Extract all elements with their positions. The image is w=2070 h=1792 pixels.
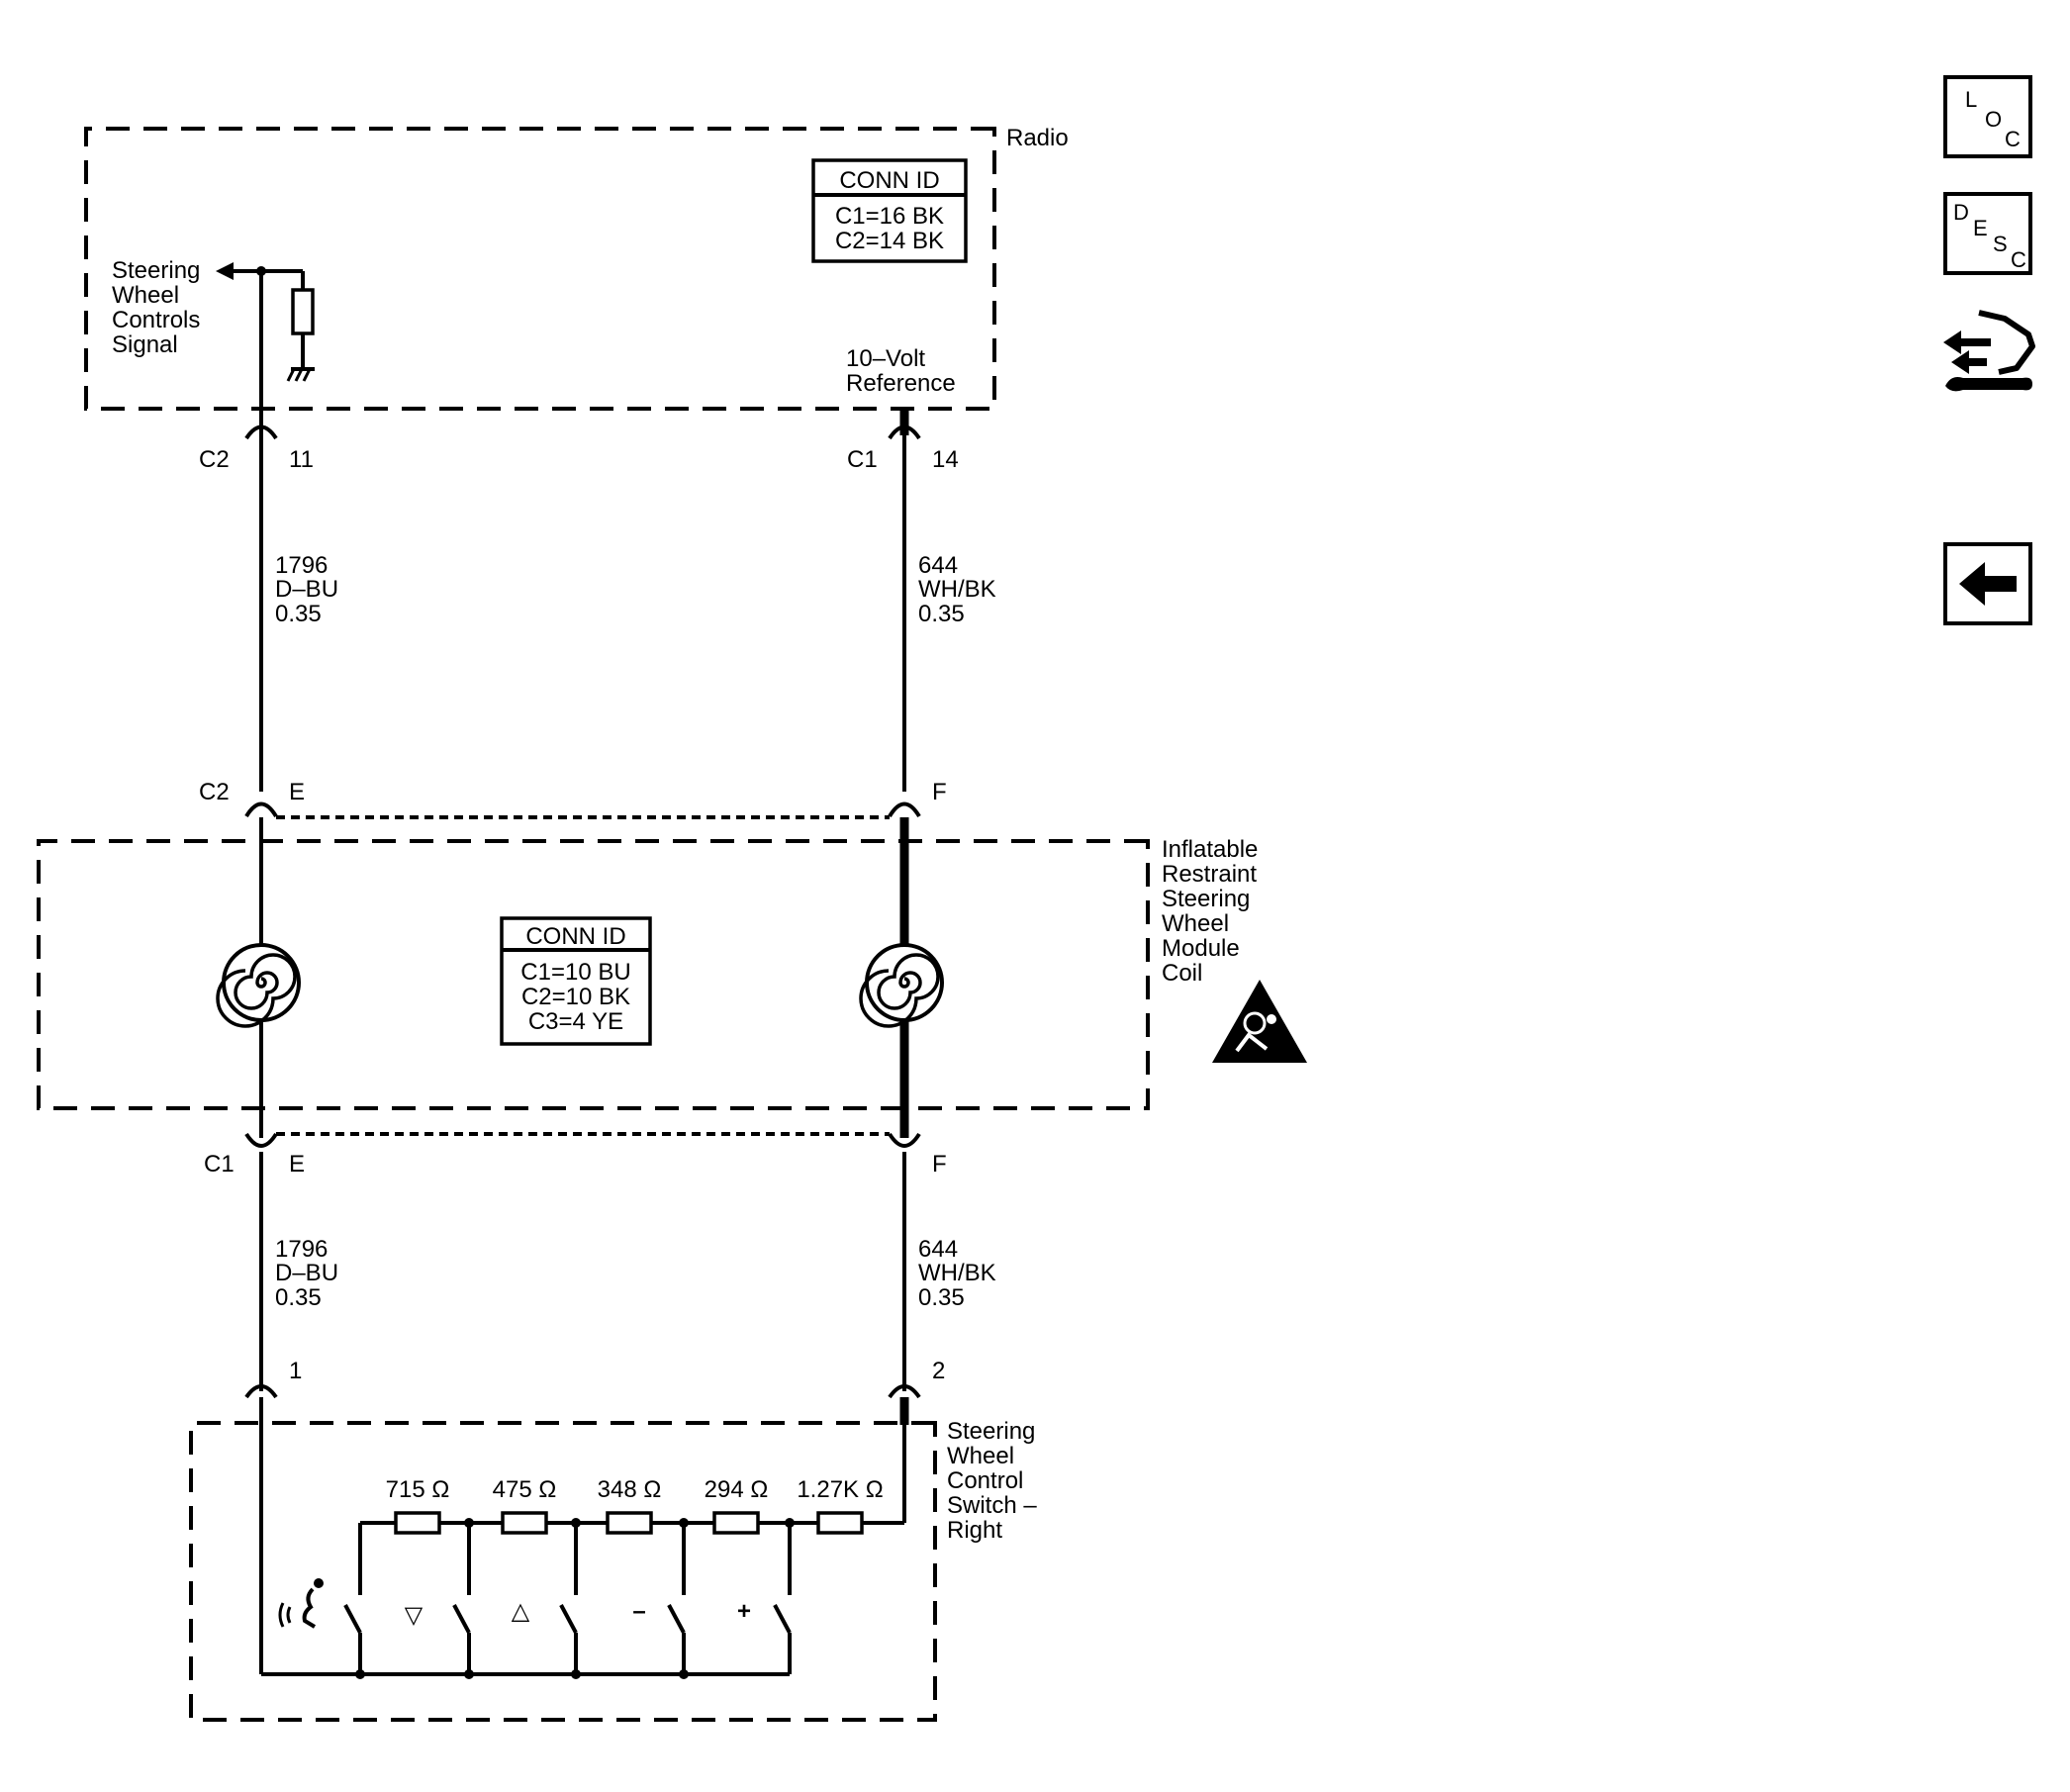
loc-icon-letter: C — [2005, 127, 2021, 151]
back-button[interactable] — [1943, 542, 2032, 625]
desc-icon-letter: D — [1953, 200, 1969, 225]
wire-label-line: 644 — [918, 1236, 958, 1263]
desc-icon-letter: E — [1973, 216, 1988, 240]
ground-symbol — [286, 367, 315, 382]
wire-label-line: WH/BK — [918, 1260, 996, 1286]
wire-label-line: 0.35 — [918, 601, 965, 627]
wire-label-line: 0.35 — [918, 1284, 965, 1311]
radio-right-connector-symbol — [888, 424, 921, 440]
resistor-value: 294 Ω — [705, 1476, 769, 1503]
switch-ladder — [343, 1518, 795, 1679]
radio-module-label: Radio — [1006, 125, 1069, 151]
coil-bottom-left-connector-symbol — [244, 1132, 278, 1148]
wire-label-line: 0.35 — [275, 1284, 322, 1311]
coil-top-right-connector-pin: F — [932, 779, 947, 805]
resistor-value: 475 Ω — [493, 1476, 557, 1503]
coil-module-label-line: Coil — [1162, 960, 1202, 987]
volume-up-symbol: + — [737, 1598, 751, 1625]
switch-module-boundary — [189, 1421, 937, 1722]
signal-label-line: Controls — [112, 307, 200, 333]
loc-icon-letter: O — [1985, 107, 2003, 132]
signal-label-line: Wheel — [112, 282, 179, 309]
wire-label-line: 1796 — [275, 552, 328, 579]
radio-conn-id-line: C1=16 BK — [835, 203, 944, 230]
coil-conn-id-title: CONN ID — [525, 923, 625, 950]
clockspring-coil-right — [859, 943, 944, 1028]
radio-module-boundary — [84, 127, 996, 411]
coil-bottom-right-connector-symbol — [888, 1132, 921, 1148]
switch-module-label-line: Right — [947, 1517, 1002, 1544]
coil-module-label-line: Inflatable — [1162, 836, 1258, 863]
wire-label-line: D–BU — [275, 1260, 338, 1286]
switch-module-label-line: Steering — [947, 1418, 1035, 1445]
wire-label-line: 644 — [918, 552, 958, 579]
radio-right-connector-id: C1 — [847, 446, 878, 473]
signal-label-line: Steering — [112, 257, 200, 284]
ladder-resistor — [394, 1511, 441, 1535]
resistor-value: 715 Ω — [386, 1476, 450, 1503]
seek-down-symbol: ▽ — [405, 1602, 423, 1629]
signal-output-arrow — [216, 262, 234, 280]
coil-top-left-connector-symbol — [244, 802, 278, 818]
coil-top-left-connector-id: C2 — [199, 779, 230, 805]
radio-conn-id-title: CONN ID — [839, 167, 939, 194]
ladder-resistor — [606, 1511, 653, 1535]
desc-button[interactable]: D E S C — [1943, 192, 2032, 275]
radio-left-connector-pin: 11 — [289, 446, 314, 473]
seek-up-symbol: △ — [512, 1598, 530, 1625]
wire-label-line: WH/BK — [918, 576, 996, 603]
radio-right-connector-pin: 14 — [932, 446, 959, 473]
voice-recognition-icon — [278, 1578, 324, 1629]
coil-top-right-connector-symbol — [888, 802, 921, 818]
coil-module-label-line: Restraint — [1162, 861, 1257, 888]
switch-module-label-line: Switch – — [947, 1492, 1037, 1519]
desc-icon-letter: C — [2011, 247, 2026, 272]
coil-module-boundary — [37, 839, 1150, 1110]
wire-label-line: 0.35 — [275, 601, 322, 627]
switch-right-connector-symbol — [888, 1384, 921, 1399]
coil-bottom-left-connector-pin: E — [289, 1151, 305, 1178]
coil-bottom-right-connector-pin: F — [932, 1151, 947, 1178]
ladder-resistor — [501, 1511, 548, 1535]
coil-module-label-line: Steering — [1162, 886, 1250, 912]
coil-conn-id-line: C3=4 YE — [528, 1008, 623, 1035]
ladder-resistor — [712, 1511, 760, 1535]
loc-button[interactable]: L O C — [1943, 75, 2032, 158]
volume-down-symbol: – — [632, 1598, 645, 1625]
coil-bottom-left-connector-id: C1 — [204, 1151, 235, 1178]
coil-module-label-line: Module — [1162, 935, 1240, 962]
airbag-warning-icon — [1212, 980, 1307, 1063]
coil-module-label-line: Wheel — [1162, 910, 1229, 937]
switch-module-label-line: Wheel — [947, 1443, 1014, 1469]
service-wrench-button[interactable] — [1935, 299, 2044, 408]
coil-conn-id-line: C1=10 BU — [520, 959, 630, 986]
reference-label-line: Reference — [846, 370, 956, 397]
switch-module-label-line: Control — [947, 1467, 1023, 1494]
clockspring-coil-left — [216, 943, 301, 1028]
wire-label-line: 1796 — [275, 1236, 328, 1263]
service-wrench-icon — [1943, 310, 2035, 392]
radio-conn-id-line: C2=14 BK — [835, 228, 944, 254]
back-arrow-icon — [1959, 562, 2017, 606]
signal-label-line: Signal — [112, 331, 178, 358]
switch-left-connector-symbol — [244, 1384, 278, 1399]
coil-conn-id-box — [500, 916, 652, 1046]
pulldown-resistor — [291, 288, 315, 335]
resistor-value: 348 Ω — [598, 1476, 662, 1503]
desc-icon-letter: S — [1993, 232, 2008, 256]
radio-left-connector-id: C2 — [199, 446, 230, 473]
switch-right-connector-pin: 2 — [932, 1358, 945, 1384]
ladder-resistor — [816, 1511, 864, 1535]
radio-conn-id-box — [811, 158, 968, 263]
switch-left-connector-pin: 1 — [289, 1358, 302, 1384]
coil-top-left-connector-pin: E — [289, 779, 305, 805]
resistor-value: 1.27K Ω — [797, 1476, 883, 1503]
wire-label-line: D–BU — [275, 576, 338, 603]
loc-icon-letter: L — [1965, 87, 1978, 112]
reference-label-line: 10–Volt — [846, 345, 925, 372]
coil-conn-id-line: C2=10 BK — [521, 984, 630, 1010]
